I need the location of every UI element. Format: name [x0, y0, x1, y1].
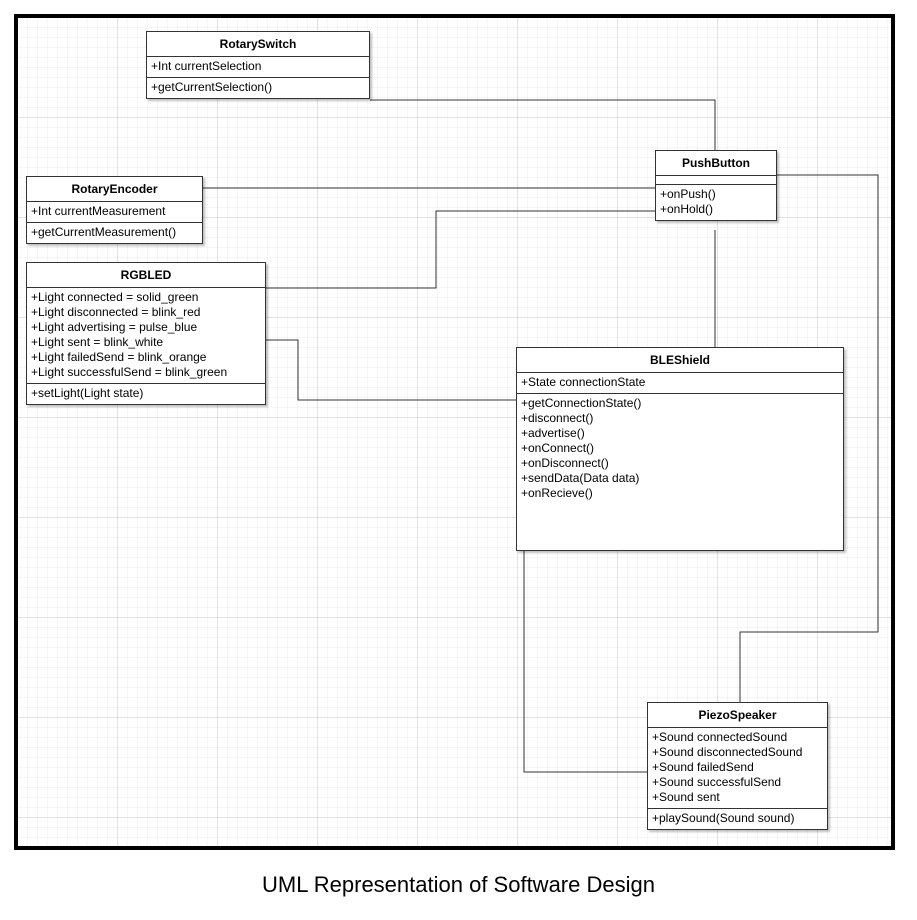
class-operations: +onPush()+onHold()	[656, 185, 776, 220]
class-attribute: +Light failedSend = blink_orange	[31, 350, 207, 364]
class-operation: +getCurrentMeasurement()	[31, 225, 177, 239]
class-operations: +getCurrentMeasurement()	[27, 223, 202, 243]
class-name: RGBLED	[27, 263, 265, 288]
class-rotaryswitch[interactable]: RotarySwitch +Int currentSelection +getC…	[146, 31, 370, 99]
class-operation: +getConnectionState()	[521, 396, 642, 410]
class-operation: +playSound(Sound sound)	[652, 811, 795, 825]
class-attribute: +Light connected = solid_green	[31, 290, 199, 304]
class-attribute: +Light advertising = pulse_blue	[31, 320, 198, 334]
class-operations: +getCurrentSelection()	[147, 78, 369, 98]
class-operation: +onConnect()	[521, 441, 595, 455]
class-attributes: +Sound connectedSound+Sound disconnected…	[648, 728, 827, 809]
class-attribute: +Sound successfulSend	[652, 775, 782, 789]
class-rgbled[interactable]: RGBLED +Light connected = solid_green+Li…	[26, 262, 266, 405]
class-name: BLEShield	[517, 348, 843, 373]
class-operation: +onHold()	[660, 202, 714, 216]
class-name: PiezoSpeaker	[648, 703, 827, 728]
class-attributes: +Light connected = solid_green+Light dis…	[27, 288, 265, 384]
class-name: PushButton	[656, 151, 776, 176]
class-attribute: +Sound connectedSound	[652, 730, 788, 744]
class-name: RotaryEncoder	[27, 177, 202, 202]
class-attribute: +Sound failedSend	[652, 760, 754, 774]
class-attribute: +Int currentMeasurement	[31, 204, 166, 218]
class-operation: +sendData(Data data)	[521, 471, 640, 485]
class-operation: +advertise()	[521, 426, 585, 440]
link-rgbled-pushbutton	[266, 210, 655, 289]
class-operations: +playSound(Sound sound)	[648, 809, 827, 829]
class-attribute: +Light successfulSend = blink_green	[31, 365, 228, 379]
class-name: RotarySwitch	[147, 32, 369, 57]
link-rotaryswitch-pushbutton	[370, 99, 716, 150]
link-rgbled-bleshield	[266, 339, 516, 401]
class-attribute: +Sound sent	[652, 790, 720, 804]
class-operation: +onRecieve()	[521, 486, 593, 500]
class-operation: +getCurrentSelection()	[151, 80, 273, 94]
link-bleshield-piezospeaker	[523, 551, 647, 773]
class-attribute: +Int currentSelection	[151, 59, 262, 73]
class-operations: +setLight(Light state)	[27, 384, 265, 404]
class-attributes: +State connectionState	[517, 373, 843, 394]
class-operations: +getConnectionState()+disconnect()+adver…	[517, 394, 843, 504]
class-attributes: +Int currentMeasurement	[27, 202, 202, 223]
link-pushbutton-piezospeaker	[739, 174, 879, 702]
figure-caption: UML Representation of Software Design	[262, 872, 655, 897]
class-pushbutton[interactable]: PushButton +onPush()+onHold()	[655, 150, 777, 221]
class-attributes: +Int currentSelection	[147, 57, 369, 78]
class-operation: +onDisconnect()	[521, 456, 609, 470]
class-operation: +onPush()	[660, 187, 716, 201]
class-attribute: +Sound disconnectedSound	[652, 745, 803, 759]
class-attributes	[656, 176, 776, 185]
class-attribute: +Light sent = blink_white	[31, 335, 164, 349]
class-attribute: +State connectionState	[521, 375, 646, 389]
class-operation: +disconnect()	[521, 411, 594, 425]
class-bleshield[interactable]: BLEShield +State connectionState +getCon…	[516, 347, 844, 551]
class-attribute: +Light disconnected = blink_red	[31, 305, 201, 319]
class-piezospeaker[interactable]: PiezoSpeaker +Sound connectedSound+Sound…	[647, 702, 828, 830]
class-operation: +setLight(Light state)	[31, 386, 144, 400]
class-rotaryencoder[interactable]: RotaryEncoder +Int currentMeasurement +g…	[26, 176, 203, 244]
